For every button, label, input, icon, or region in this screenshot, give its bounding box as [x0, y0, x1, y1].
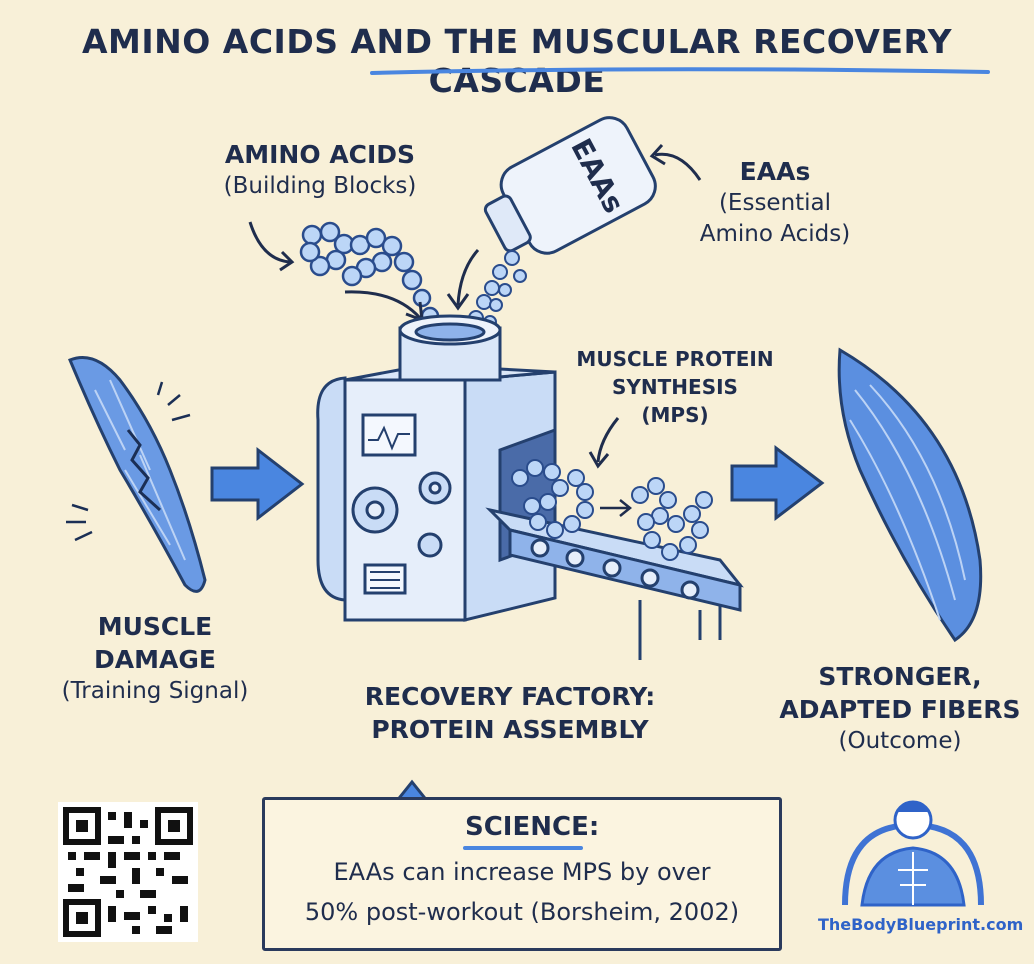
- outcome-line2: ADAPTED FIBERS: [779, 695, 1021, 724]
- mps-line2: SYNTHESIS: [612, 375, 738, 399]
- damage-line1: MUSCLE: [97, 612, 213, 641]
- damage-line2: DAMAGE: [94, 645, 216, 674]
- recovery-factory-machine-icon: [316, 314, 744, 660]
- amino-acids-sub: (Building Blocks): [223, 173, 417, 199]
- pouring-amino-drops: [441, 250, 527, 352]
- outcome-sub: (Outcome): [838, 728, 962, 754]
- pointer-arrow: [248, 221, 291, 264]
- factory-label: RECOVERY FACTORY: PROTEIN ASSEMBLY: [345, 680, 675, 746]
- amino-acid-chain-icon: [299, 221, 447, 341]
- factory-line1: RECOVERY FACTORY:: [364, 682, 656, 711]
- amino-acids-caption: AMINO ACIDS: [224, 140, 416, 169]
- damaged-muscle-icon: [66, 356, 207, 593]
- science-box: SCIENCE: EAAs can increase MPS by over 5…: [262, 797, 782, 951]
- eaas-caption: EAAs: [739, 157, 811, 186]
- science-line-1: EAAs can increase MPS by over: [333, 858, 711, 886]
- arrow-right-icon: [730, 444, 825, 522]
- mps-line1: MUSCLE PROTEIN: [576, 347, 774, 371]
- brand-text[interactable]: TheBodyBlueprint.com: [818, 915, 1024, 934]
- eaa-bottle-icon: EAAs: [483, 116, 657, 255]
- arrow-right-icon: [210, 446, 305, 522]
- page-title: AMINO ACIDS AND THE MUSCULAR RECOVERY CA…: [81, 22, 952, 100]
- outcome-line1: STRONGER,: [818, 662, 982, 691]
- protein-structure-icon: [511, 459, 713, 561]
- outcome-label: STRONGER, ADAPTED FIBERS (Outcome): [770, 660, 1030, 757]
- brand-logo-icon: [842, 800, 984, 907]
- science-title: SCIENCE:: [465, 812, 600, 842]
- science-line-2: 50% post-workout (Borsheim, 2002): [304, 898, 740, 926]
- mps-line3: (MPS): [641, 403, 709, 427]
- muscle-damage-label: MUSCLE DAMAGE (Training Signal): [25, 610, 285, 707]
- title-underline: [370, 67, 990, 75]
- eaas-label: EAAs (Essential Amino Acids): [655, 155, 895, 250]
- science-underline: [463, 846, 583, 850]
- eaas-sub1: (Essential: [718, 190, 832, 216]
- strong-muscle-icon: [837, 347, 983, 643]
- qr-code-icon: [58, 802, 198, 942]
- amino-acids-label: AMINO ACIDS (Building Blocks): [195, 138, 445, 202]
- eaas-sub2: Amino Acids): [699, 221, 851, 247]
- factory-line2: PROTEIN ASSEMBLY: [371, 715, 649, 744]
- mps-label: MUSCLE PROTEIN SYNTHESIS (MPS): [545, 345, 805, 429]
- damage-sub: (Training Signal): [61, 678, 249, 704]
